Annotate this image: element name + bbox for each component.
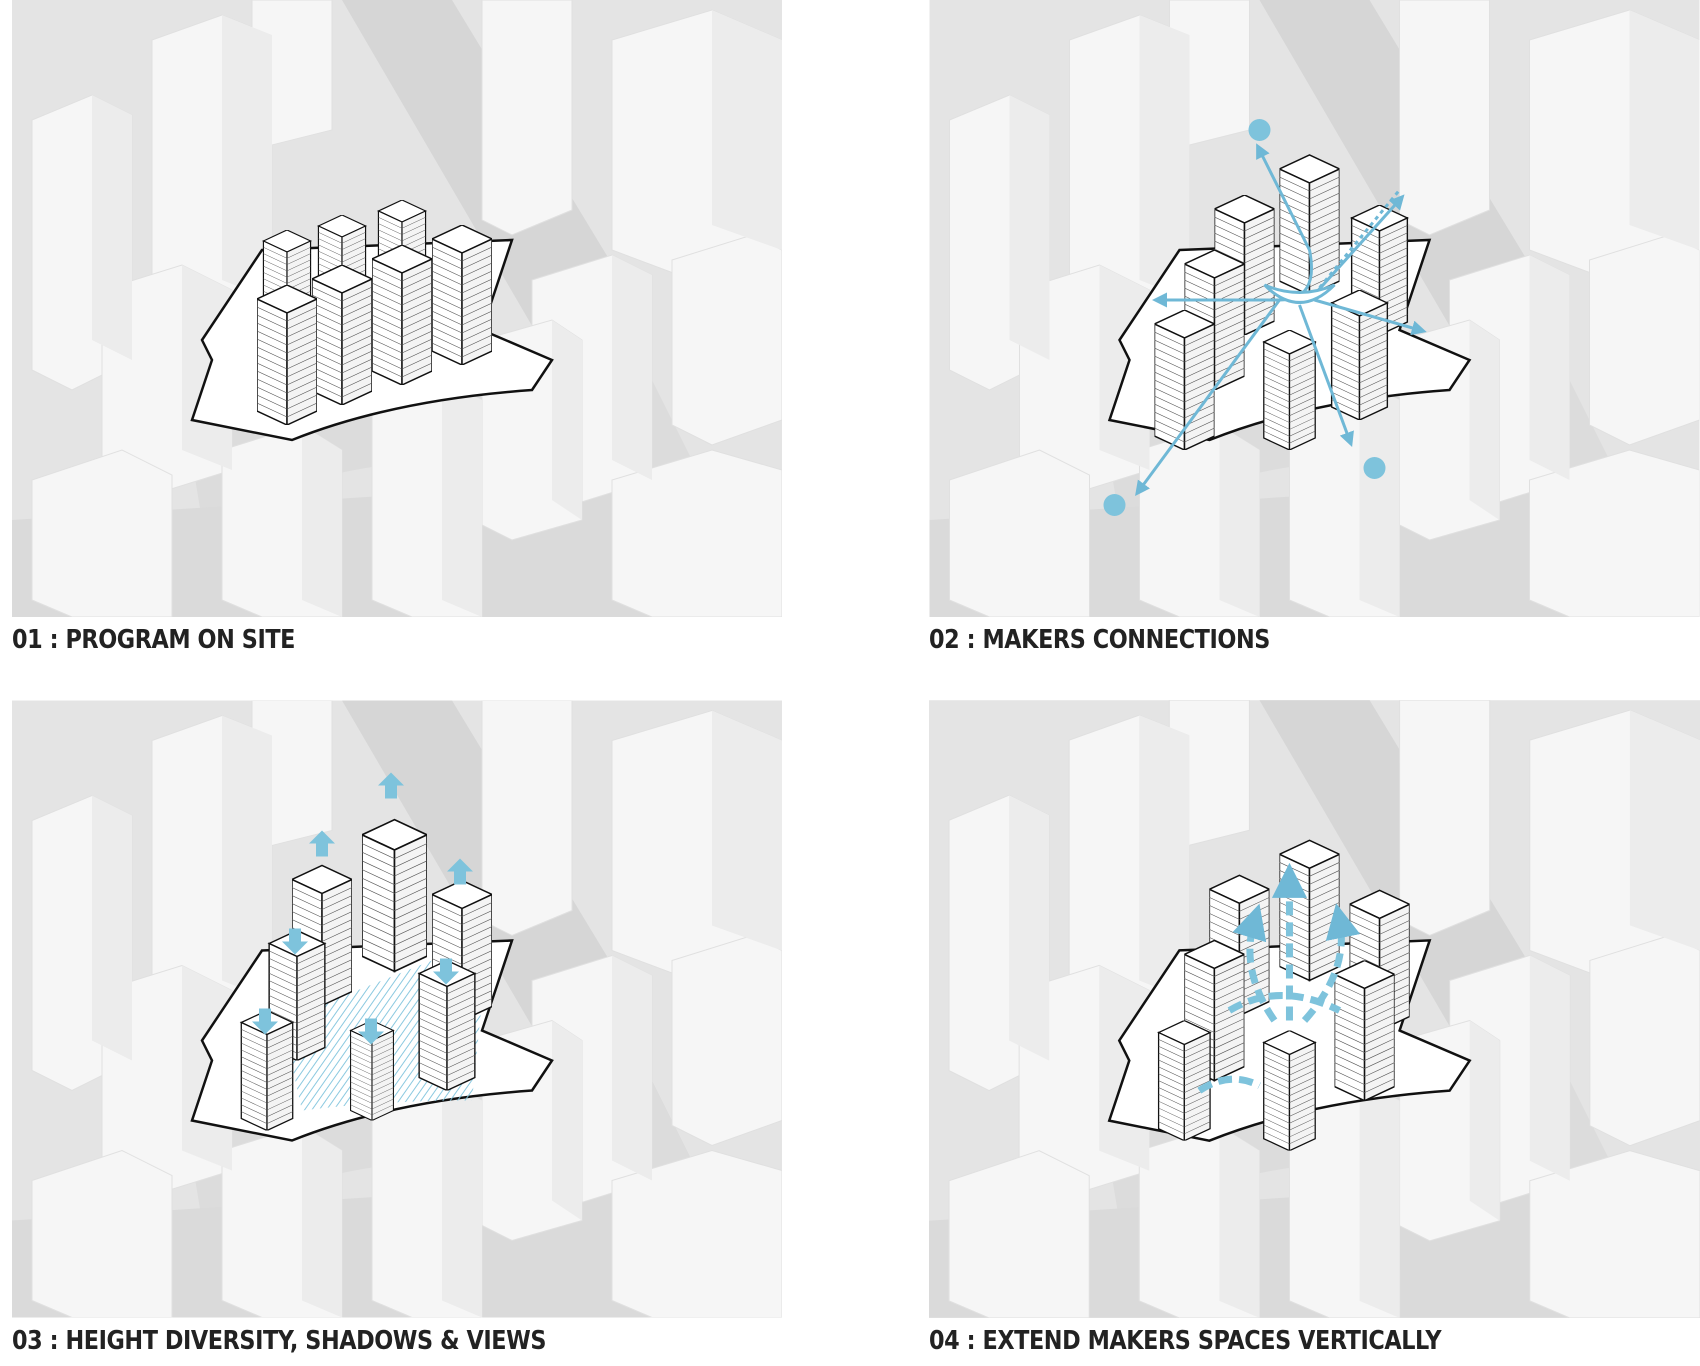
connection-arrows [1135,143,1427,497]
panel-height-diversity [12,700,782,1318]
height-arrows [252,772,473,1045]
caption-makers-connections: 02 : MAKERS CONNECTIONS [929,625,1270,655]
caption-height-diversity: 03 : HEIGHT DIVERSITY, SHADOWS & VIEWS [12,1326,547,1356]
site-diagram [929,700,1700,1318]
site-diagram [929,0,1700,617]
arrow-down-icon [252,1008,278,1035]
vertical-extension-arrows [1197,862,1361,1094]
pavilion-icon [1363,457,1386,479]
landmark-icon [1248,119,1271,141]
arrow-up-icon [447,858,473,885]
arrow-down-icon [358,1018,384,1045]
palette-icon [1103,494,1126,516]
arrow-down-icon [433,958,459,985]
arrow-up-icon [309,830,335,857]
site-diagram [12,0,782,617]
caption-program-on-site: 01 : PROGRAM ON SITE [12,625,296,655]
panel-program-on-site [12,0,782,617]
caption-extend-makers-spaces: 04 : EXTEND MAKERS SPACES VERTICALLY [929,1326,1442,1356]
destination-icons [1103,119,1386,516]
arrow-up-icon [378,772,404,799]
site-diagram [12,700,782,1318]
panel-extend-makers-spaces [929,700,1700,1318]
arrow-down-icon [282,928,308,955]
panel-makers-connections [929,0,1700,617]
